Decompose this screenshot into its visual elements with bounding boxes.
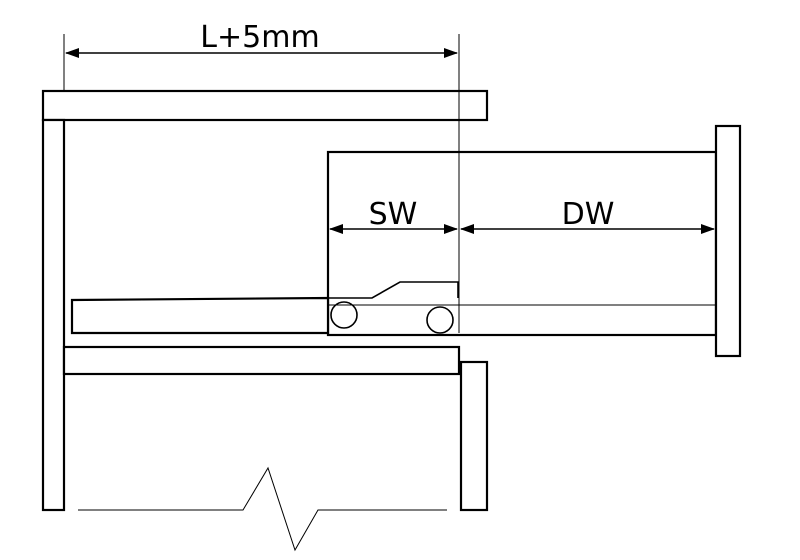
- cabinet-top-panel: [41, 89, 489, 122]
- slide-roller-rear: [330, 301, 358, 329]
- cabinet-front-panel: [459, 360, 489, 512]
- drawer-width-label: DW: [562, 197, 615, 232]
- drawer-slide-member: [328, 281, 459, 299]
- cabinet-slide-rail: [70, 296, 330, 335]
- overall-length-label: L+5mm: [200, 20, 319, 55]
- slide-width-label: SW: [369, 197, 418, 232]
- drawer-front-panel: [714, 124, 742, 358]
- cabinet-shelf-panel: [62, 345, 461, 376]
- drawer-box: [326, 150, 718, 337]
- cabinet-side-panel: [41, 118, 66, 512]
- break-line: [78, 466, 447, 552]
- slide-roller-front: [426, 306, 454, 334]
